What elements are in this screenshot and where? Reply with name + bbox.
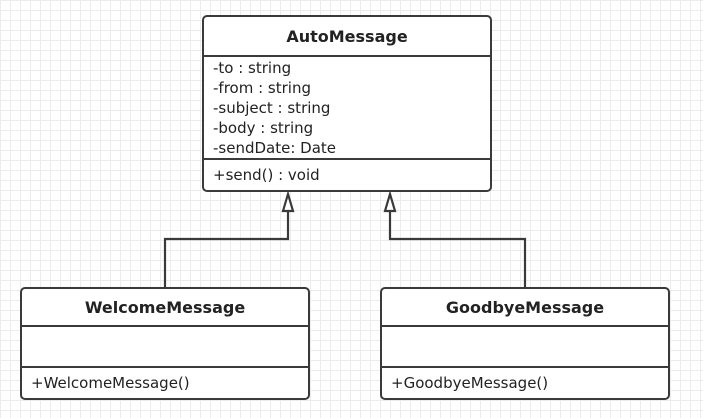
class-box-automessage[interactable]: AutoMessage -to : string -from : string … [202,15,492,192]
operation-constructor: +GoodbyeMessage() [391,374,549,392]
generalization-line-goodbye [388,211,527,287]
class-box-goodbyemessage[interactable]: GoodbyeMessage +GoodbyeMessage() [380,287,670,400]
class-name: AutoMessage [204,17,490,57]
class-name: WelcomeMessage [22,289,308,327]
attribute-senddate: -sendDate: Date [213,139,337,157]
generalization-arrowhead-goodbye [383,190,397,213]
generalization-line-welcome [163,211,290,287]
attribute-body: -body : string [213,119,314,137]
attribute-compartment [382,327,668,368]
attribute-subject: -subject : string [213,99,331,117]
attribute-from: -from : string [213,79,311,97]
generalization-arrowhead-welcome [281,190,295,213]
attribute-to: -to : string [213,59,292,77]
class-box-welcomemessage[interactable]: WelcomeMessage +WelcomeMessage() [20,287,310,400]
class-name: GoodbyeMessage [382,289,668,327]
attribute-compartment [22,327,308,368]
attribute-compartment: -to : string -from : string -subject : s… [204,57,490,160]
operation-constructor: +WelcomeMessage() [31,374,190,392]
operation-send: +send() : void [213,166,320,184]
